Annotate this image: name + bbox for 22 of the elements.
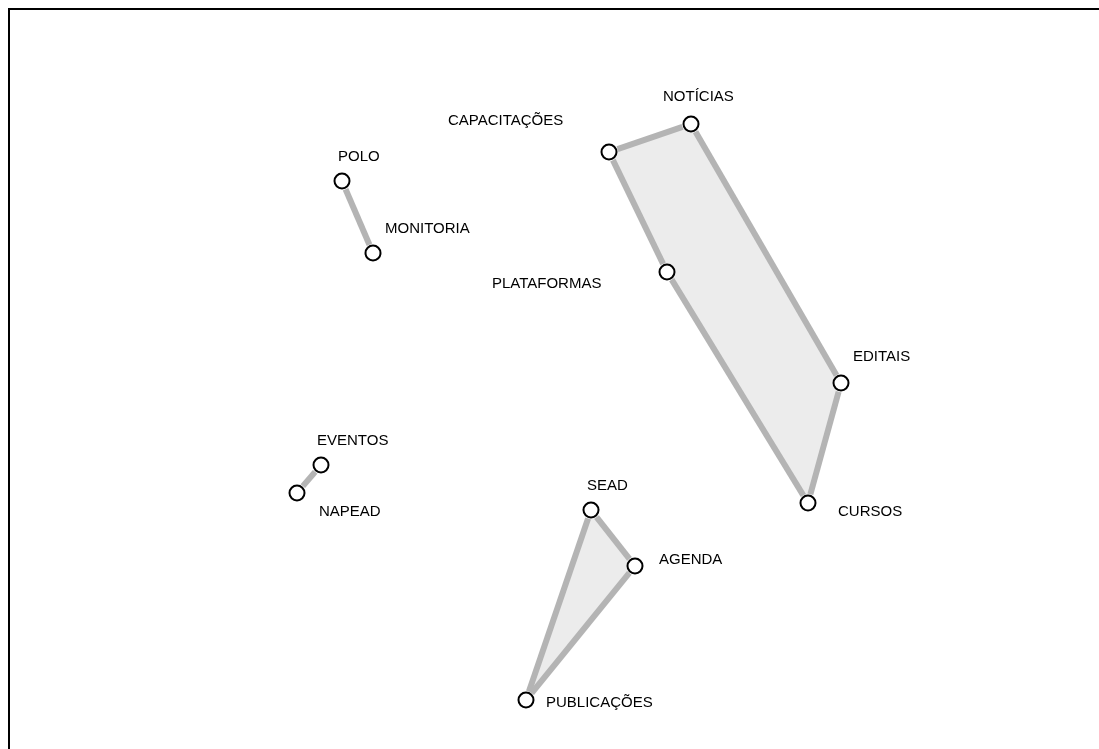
- connector-line: [692, 130, 840, 377]
- node-label: SEAD: [587, 476, 628, 493]
- node-label: POLO: [338, 147, 380, 164]
- connector-line: [610, 158, 666, 266]
- node-label: CURSOS: [838, 502, 903, 519]
- connector-line: [616, 124, 684, 152]
- connector-line: [669, 278, 806, 497]
- connector-line: [300, 469, 318, 489]
- node-label: PUBLICAÇÕES: [546, 693, 653, 710]
- node-label: EDITAIS: [853, 347, 911, 364]
- connector-line: [529, 571, 632, 695]
- node-label: MONITORIA: [385, 219, 470, 236]
- connector-line: [342, 188, 373, 246]
- node-label: CAPACITAÇÕES: [448, 111, 564, 128]
- node-label: NOTÍCIAS: [663, 87, 734, 104]
- node-label: PLATAFORMAS: [492, 274, 602, 291]
- node-label: EVENTOS: [317, 431, 389, 448]
- connector-line: [526, 517, 591, 693]
- node-label: AGENDA: [659, 550, 723, 567]
- connector-line: [807, 390, 842, 496]
- node-label: NAPEAD: [319, 502, 381, 519]
- connector-line: [594, 515, 632, 561]
